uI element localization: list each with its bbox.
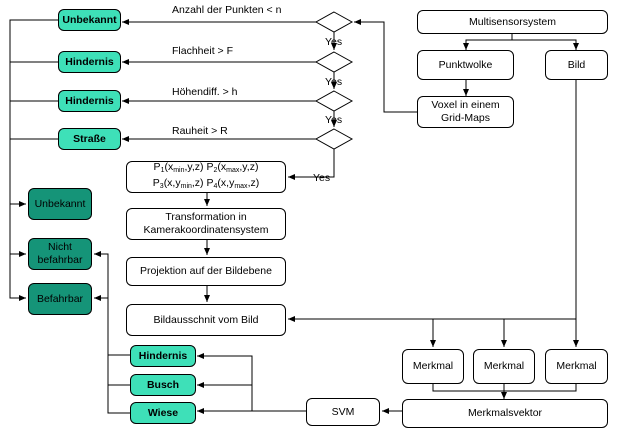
yes-label-4: Yes — [313, 172, 331, 184]
merkmalsvektor-box: Merkmalsvektor — [402, 399, 608, 428]
points-box: P1(xmin,y,z) P2(xmax,y,z) P3(x,ymin,z) P… — [126, 161, 286, 193]
multisensorsystem-label: Multisensorsystem — [469, 15, 556, 28]
merkmal-label-1: Merkmal — [412, 360, 454, 372]
decision-diamond-1 — [314, 11, 354, 33]
projektion-box: Projektion auf der Bildebene — [126, 257, 286, 286]
outcome-unbekannt-label: Unbekannt — [62, 13, 117, 26]
class-busch-box: Busch — [130, 374, 196, 396]
points-line-1: P1(xmin,y,z) P2(xmax,y,z) — [153, 161, 259, 174]
transformation-label-line1: Transformation in — [165, 211, 247, 223]
class-hindernis-label: Hindernis — [138, 349, 188, 362]
merkmal-box-3: Merkmal — [545, 349, 608, 384]
merkmal-box-1: Merkmal — [402, 349, 464, 384]
result-nicht-befahrbar-box: Nicht befahrbar — [28, 238, 92, 270]
merkmal-label-3: Merkmal — [556, 360, 597, 372]
condition-flachheit-label: Flachheit > F — [172, 45, 233, 57]
class-wiese-box: Wiese — [130, 402, 196, 424]
yes-label-1: Yes — [325, 36, 343, 48]
outcome-hindernis-label-1: Hindernis — [65, 55, 114, 68]
merkmal-box-2: Merkmal — [473, 349, 535, 384]
outcome-unbekannt-box: Unbekannt — [58, 9, 121, 31]
svm-label: SVM — [331, 405, 355, 418]
outcome-hindernis-box-1: Hindernis — [58, 51, 121, 73]
condition-rauheit-label: Rauheit > R — [172, 125, 228, 137]
condition-hoehe-label: Höhendiff. > h — [172, 86, 238, 98]
transformation-label-line2: Kamerakoordinatensystem — [143, 224, 269, 236]
voxel-box: Voxel in einem Grid-Maps — [417, 96, 514, 128]
decision-diamond-4 — [314, 128, 354, 150]
bild-label: Bild — [567, 58, 586, 71]
bildausschnitt-label: Bildausschnit vom Bild — [153, 313, 259, 326]
voxel-label-line1: Voxel in einem — [431, 99, 500, 111]
result-unbekannt-box: Unbekannt — [28, 188, 92, 220]
outcome-strasse-label: Straße — [73, 132, 106, 145]
result-befahrbar-label: Befahrbar — [36, 292, 84, 305]
class-wiese-label: Wiese — [147, 406, 179, 419]
result-unbekannt-label: Unbekannt — [34, 197, 86, 210]
bildausschnitt-box: Bildausschnit vom Bild — [126, 304, 286, 336]
result-befahrbar-box: Befahrbar — [28, 283, 92, 315]
class-hindernis-box: Hindernis — [130, 345, 196, 367]
svm-box: SVM — [306, 398, 380, 426]
outcome-hindernis-label-2: Hindernis — [65, 94, 114, 107]
result-nicht-befahrbar-label-line2: befahrbar — [37, 254, 83, 266]
result-nicht-befahrbar-label-line1: Nicht — [48, 241, 72, 253]
punktwolke-box: Punktwolke — [417, 50, 514, 80]
multisensorsystem-box: Multisensorsystem — [417, 10, 608, 34]
punktwolke-label: Punktwolke — [438, 58, 493, 71]
decision-diamond-2 — [314, 51, 354, 73]
projektion-label: Projektion auf der Bildebene — [140, 265, 272, 277]
bild-box: Bild — [545, 50, 608, 80]
yes-label-3: Yes — [325, 114, 343, 126]
transformation-box: Transformation in Kamerakoordinatensyste… — [126, 208, 286, 240]
yes-label-2: Yes — [325, 76, 343, 88]
points-line-2: P3(x,ymin,z) P4(x,ymax,z) — [152, 177, 260, 190]
outcome-hindernis-box-2: Hindernis — [58, 90, 121, 112]
condition-anzahl-label: Anzahl der Punkten < n — [172, 4, 282, 16]
merkmalsvektor-label: Merkmalsvektor — [467, 407, 543, 419]
decision-diamond-3 — [314, 90, 354, 112]
outcome-strasse-box: Straße — [58, 128, 121, 150]
voxel-label-line2: Grid-Maps — [440, 112, 490, 124]
merkmal-label-2: Merkmal — [483, 360, 525, 372]
class-busch-label: Busch — [146, 378, 180, 391]
